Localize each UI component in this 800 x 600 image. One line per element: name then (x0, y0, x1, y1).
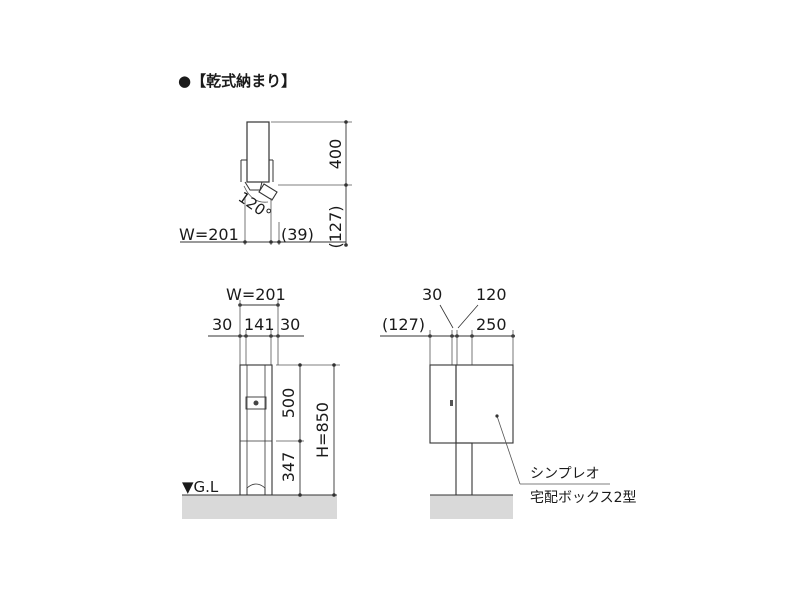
side-view-diagram: 30 120 (127) 250 シンプレオ 宅配ボックス2型 (380, 285, 637, 519)
top-view-diagram: 400 (127) 120° W=201 (39) (179, 120, 352, 249)
dim-depth-127-side: (127) (382, 315, 425, 334)
dim-box-250: 250 (476, 315, 507, 334)
dim-side-right: 30 (280, 315, 300, 334)
dim-width-201-top: W=201 (179, 225, 239, 244)
dim-box-120: 120 (476, 285, 507, 304)
dim-center-141: 141 (244, 315, 275, 334)
front-view-diagram: W=201 30 141 30 ▼G.L (182, 285, 340, 519)
section-heading: ●【乾式納まり】 (178, 72, 296, 90)
dim-lower-347: 347 (279, 452, 298, 483)
dim-upper-500: 500 (279, 388, 298, 419)
ground-level-label: ▼G.L (182, 478, 219, 496)
top-view-post (246, 121, 270, 183)
front-post (239, 364, 273, 496)
dim-total-width-front: W=201 (226, 285, 286, 304)
swing-arc (243, 185, 269, 203)
side-box-body (455, 364, 514, 444)
side-post (455, 442, 473, 496)
dim-offset-39: (39) (281, 225, 314, 244)
callout-product-name: シンプレオ (530, 466, 600, 482)
open-lid (258, 183, 278, 201)
dim-height-400: 400 (326, 139, 345, 170)
side-ground (430, 495, 513, 519)
callout-leader (496, 415, 521, 485)
front-nameplate (245, 396, 267, 410)
dim-side-left: 30 (212, 315, 232, 334)
callout-product-type: 宅配ボックス2型 (530, 490, 637, 506)
dim-total-height-850: H=850 (313, 402, 332, 458)
dim-angle-120: 120° (235, 188, 275, 223)
front-ground (182, 495, 337, 519)
dim-post-30: 30 (422, 285, 442, 304)
dim-depth-127: (127) (326, 205, 345, 248)
